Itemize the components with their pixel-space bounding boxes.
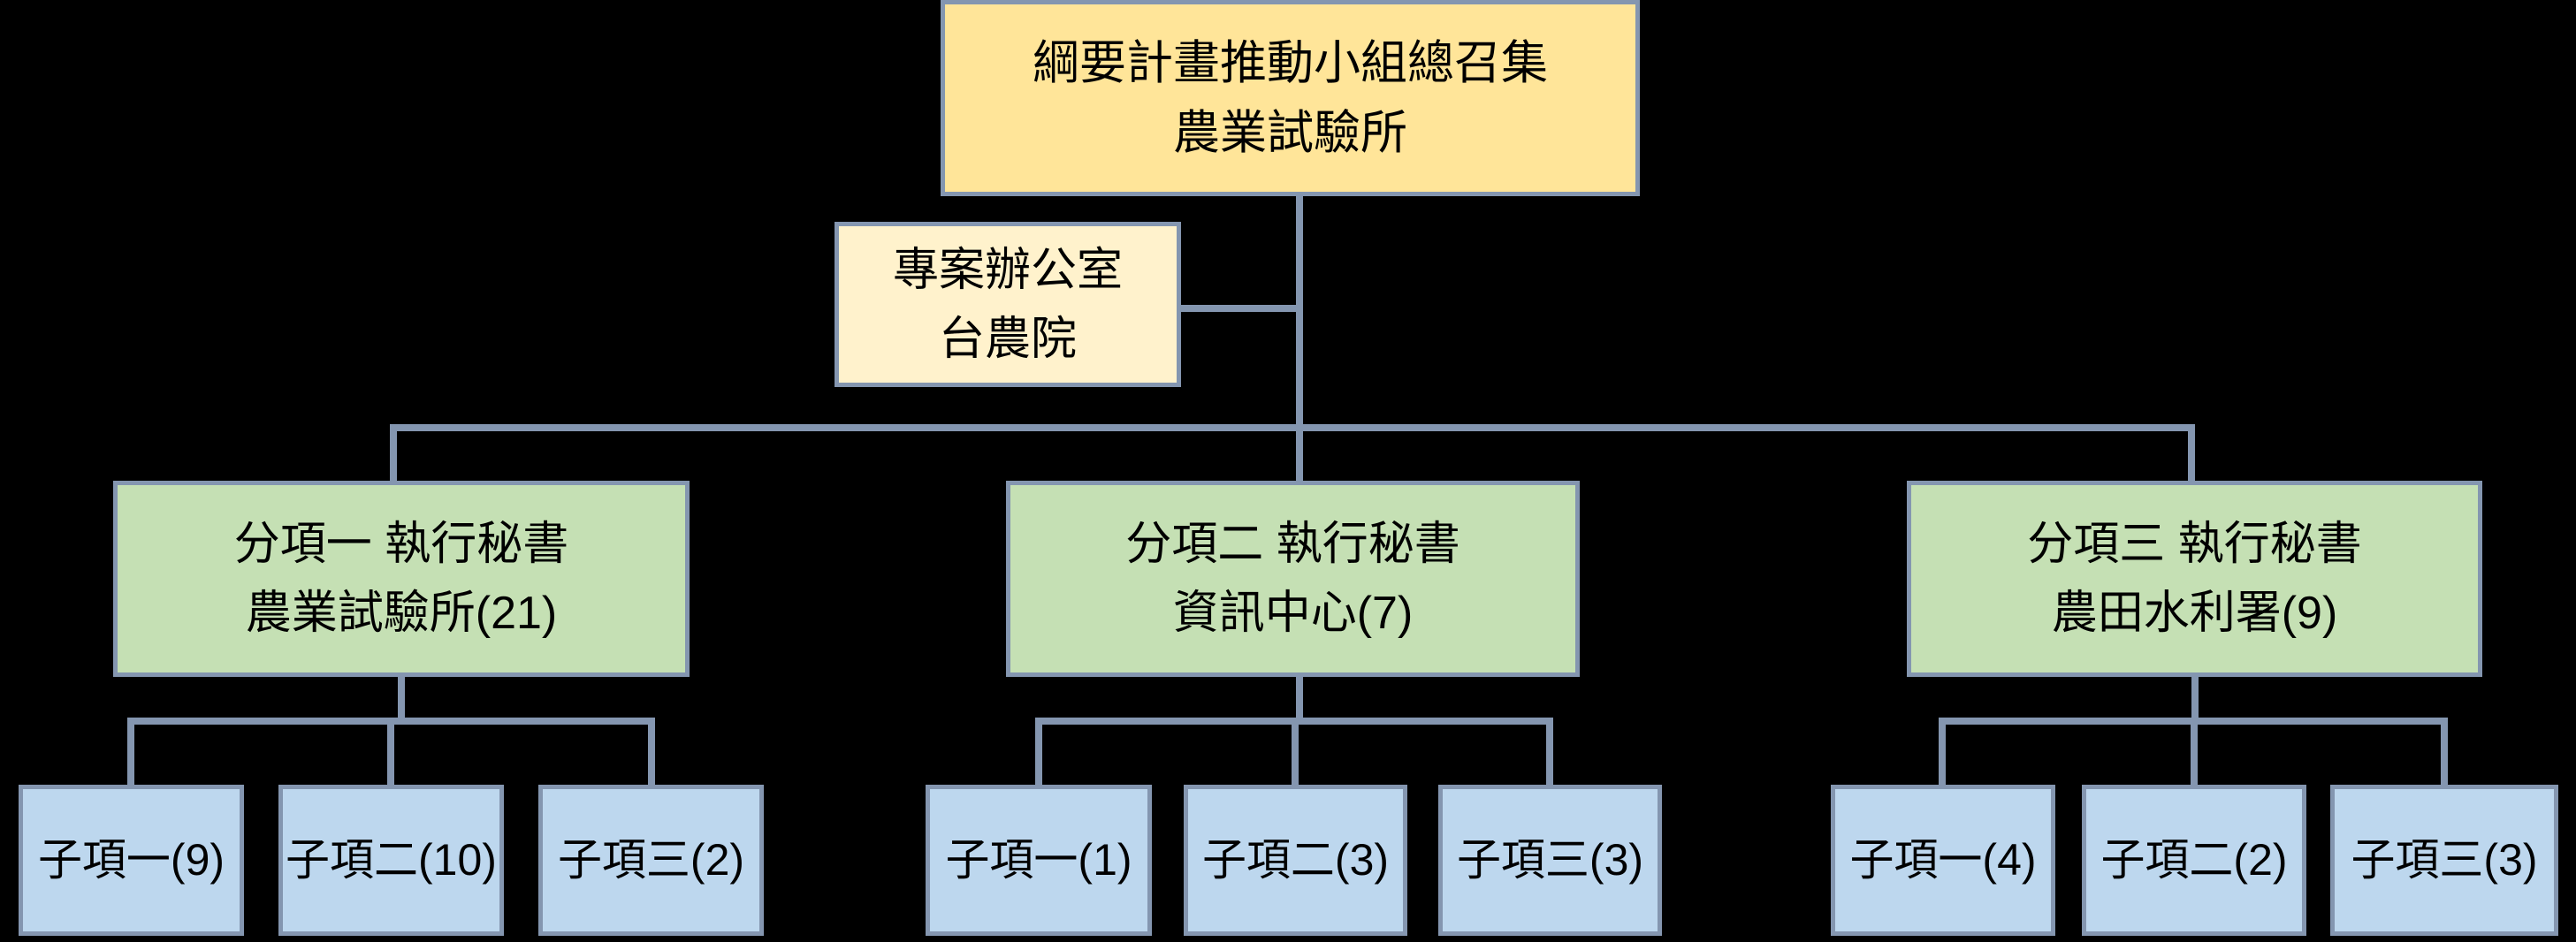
branch1-leaf2-box: 子項二(10) <box>278 785 504 936</box>
connector-branch1-stem <box>398 675 405 721</box>
branch1-title-line2: 農業試驗所(21) <box>245 588 558 639</box>
connector-drop-branch3 <box>2188 424 2195 484</box>
branch3-leaf2-label: 子項二(2) <box>2100 835 2288 885</box>
branch2-leaf3-box: 子項三(3) <box>1438 785 1662 936</box>
connector-branch3-stem <box>2191 675 2199 721</box>
connector-branch3-stub3 <box>2441 718 2448 786</box>
branch2-leaf2-label: 子項二(3) <box>1201 835 1390 885</box>
connector-branch2-stub1 <box>1035 718 1042 786</box>
connector-main-horizontal <box>390 424 2195 431</box>
branch3-title-line2: 農田水利署(9) <box>2051 588 2338 639</box>
branch3-box: 分項三 執行秘書 農田水利署(9) <box>1907 481 2482 677</box>
branch2-leaf1-box: 子項一(1) <box>926 785 1152 936</box>
connector-branch2-stub3 <box>1546 718 1553 786</box>
connector-branch1-stub1 <box>127 718 134 786</box>
branch2-leaf3-label: 子項三(3) <box>1456 835 1644 885</box>
branch1-leaf1-label: 子項一(9) <box>37 835 225 885</box>
office-title-line2: 台農院 <box>938 313 1077 365</box>
branch1-leaf2-label: 子項二(10) <box>286 835 497 885</box>
connector-branch3-stub2 <box>2191 718 2198 786</box>
branch2-leaf2-box: 子項二(3) <box>1184 785 1407 936</box>
connector-branch2-stem <box>1296 675 1303 721</box>
branch3-leaf3-label: 子項三(3) <box>2351 835 2538 885</box>
connector-office-stub <box>1177 305 1303 312</box>
connector-branch1-stub3 <box>648 718 655 786</box>
root-box: 綱要計畫推動小組總召集 農業試驗所 <box>941 0 1640 196</box>
connector-branch2-stub2 <box>1292 718 1299 786</box>
branch3-leaf3-box: 子項三(3) <box>2330 785 2558 936</box>
office-title-line1: 專案辦公室 <box>892 244 1123 296</box>
branch3-leaf2-box: 子項二(2) <box>2082 785 2306 936</box>
root-title-line2: 農業試驗所 <box>1173 107 1407 159</box>
branch2-leaf1-label: 子項一(1) <box>945 835 1132 885</box>
connector-branch1-stub2 <box>387 718 394 786</box>
branch2-title-line1: 分項二 執行秘書 <box>1125 519 1460 570</box>
project-office-box: 專案辦公室 台農院 <box>835 222 1181 387</box>
branch3-leaf1-box: 子項一(4) <box>1831 785 2055 936</box>
branch3-leaf1-label: 子項一(4) <box>1849 835 2037 885</box>
branch2-title-line2: 資訊中心(7) <box>1172 588 1414 639</box>
connector-drop-branch1 <box>390 424 397 484</box>
branch2-box: 分項二 執行秘書 資訊中心(7) <box>1006 481 1580 677</box>
connector-branch3-stub1 <box>1939 718 1946 786</box>
branch1-box: 分項一 執行秘書 農業試驗所(21) <box>113 481 690 677</box>
branch3-title-line1: 分項三 執行秘書 <box>2027 519 2362 570</box>
root-title-line1: 綱要計畫推動小組總召集 <box>1033 36 1548 89</box>
branch1-leaf3-box: 子項三(2) <box>538 785 764 936</box>
connector-root-vertical <box>1296 193 1303 484</box>
branch1-title-line1: 分項一 執行秘書 <box>233 519 569 570</box>
branch1-leaf1-box: 子項一(9) <box>19 785 244 936</box>
branch1-leaf3-label: 子項三(2) <box>557 835 745 885</box>
